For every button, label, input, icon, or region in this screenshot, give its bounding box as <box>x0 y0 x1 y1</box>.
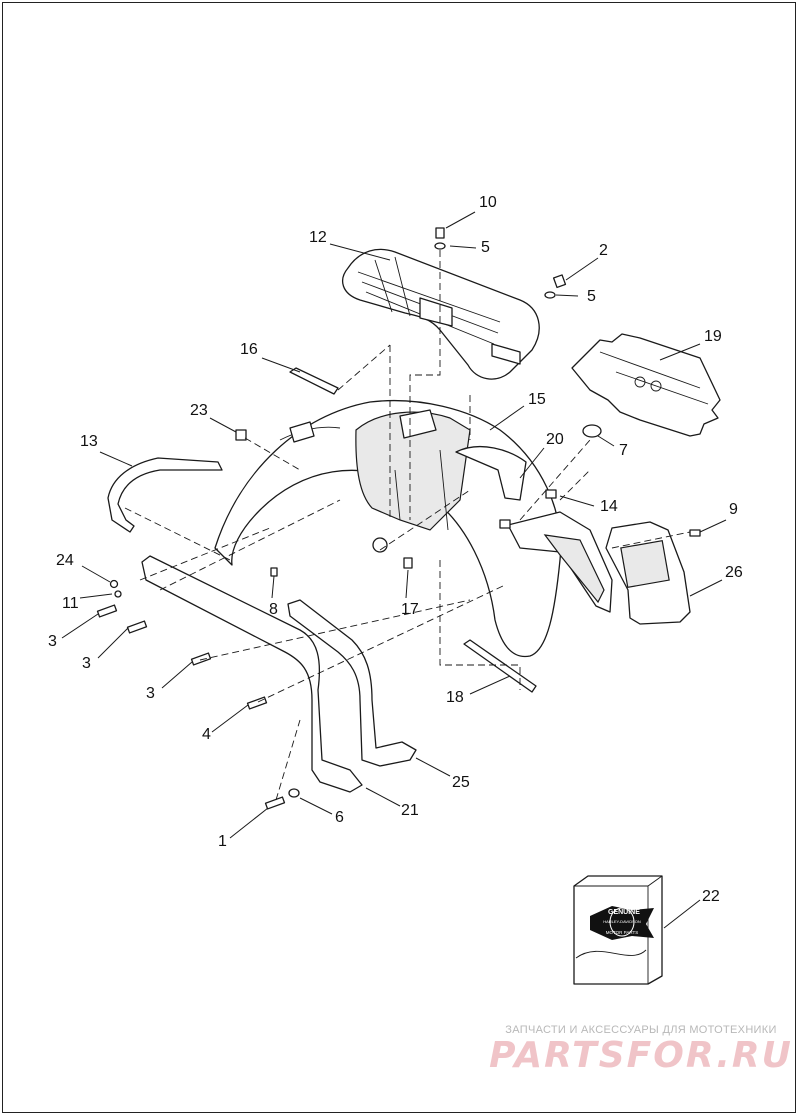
rack-screws <box>434 227 567 299</box>
luggage-rack <box>342 248 540 380</box>
callout-13: 13 <box>80 433 98 450</box>
callout-10: 10 <box>479 194 497 211</box>
watermark: ЗАПЧАСТИ И АКСЕССУАРЫ ДЛЯ МОТОТЕХНИКИ PA… <box>486 1024 796 1076</box>
emblem-motor-parts-text: MOTOR PARTS <box>606 930 639 935</box>
watermark-tagline: ЗАПЧАСТИ И АКСЕССУАРЫ ДЛЯ МОТОТЕХНИКИ <box>505 1024 777 1036</box>
callout-9: 9 <box>729 501 738 518</box>
rear-fender <box>214 399 562 658</box>
grab-handle <box>107 457 223 533</box>
callout-22: 22 <box>702 888 720 905</box>
fender-strut-21 <box>141 555 363 793</box>
callout-14: 14 <box>600 498 618 515</box>
callout-25: 25 <box>452 774 470 791</box>
callout-11: 11 <box>62 595 79 612</box>
fender-cover-15 <box>455 445 527 501</box>
callout-24: 24 <box>56 552 74 569</box>
callout-3: 3 <box>146 685 155 702</box>
leader-lines <box>61 211 727 929</box>
callout-18: 18 <box>446 689 464 706</box>
callout-3: 3 <box>48 633 57 650</box>
emblem-brand-text: HARLEY-DAVIDSON <box>603 919 641 924</box>
callout-26: 26 <box>725 564 743 581</box>
bracket-16 <box>289 367 339 395</box>
callout-8: 8 <box>269 601 278 618</box>
callout-1: 1 <box>218 833 227 850</box>
callout-4: 4 <box>202 726 211 743</box>
parts-kit-box: GENUINE HARLEY-DAVIDSON MOTOR PARTS <box>573 875 663 985</box>
callout-5: 5 <box>587 288 596 305</box>
callout-3: 3 <box>82 655 91 672</box>
callout-19: 19 <box>704 328 722 345</box>
fender-strut-25 <box>287 599 417 767</box>
callout-6: 6 <box>335 809 344 826</box>
callout-12: 12 <box>309 229 327 246</box>
callout-23: 23 <box>190 402 208 419</box>
callout-5: 5 <box>481 239 490 256</box>
callout-7: 7 <box>619 442 628 459</box>
callout-2: 2 <box>599 242 608 259</box>
callout-21: 21 <box>401 802 419 819</box>
callout-17: 17 <box>401 601 419 618</box>
callout-20: 20 <box>546 431 564 448</box>
watermark-logo-text: PARTSFOR.RU <box>489 1035 793 1076</box>
callout-15: 15 <box>528 391 546 408</box>
callout-16: 16 <box>240 341 258 358</box>
fender-gasket <box>571 333 721 437</box>
small-hardware <box>96 424 701 810</box>
assembly-lines <box>124 250 691 801</box>
emblem-genuine-text: GENUINE <box>608 909 640 916</box>
